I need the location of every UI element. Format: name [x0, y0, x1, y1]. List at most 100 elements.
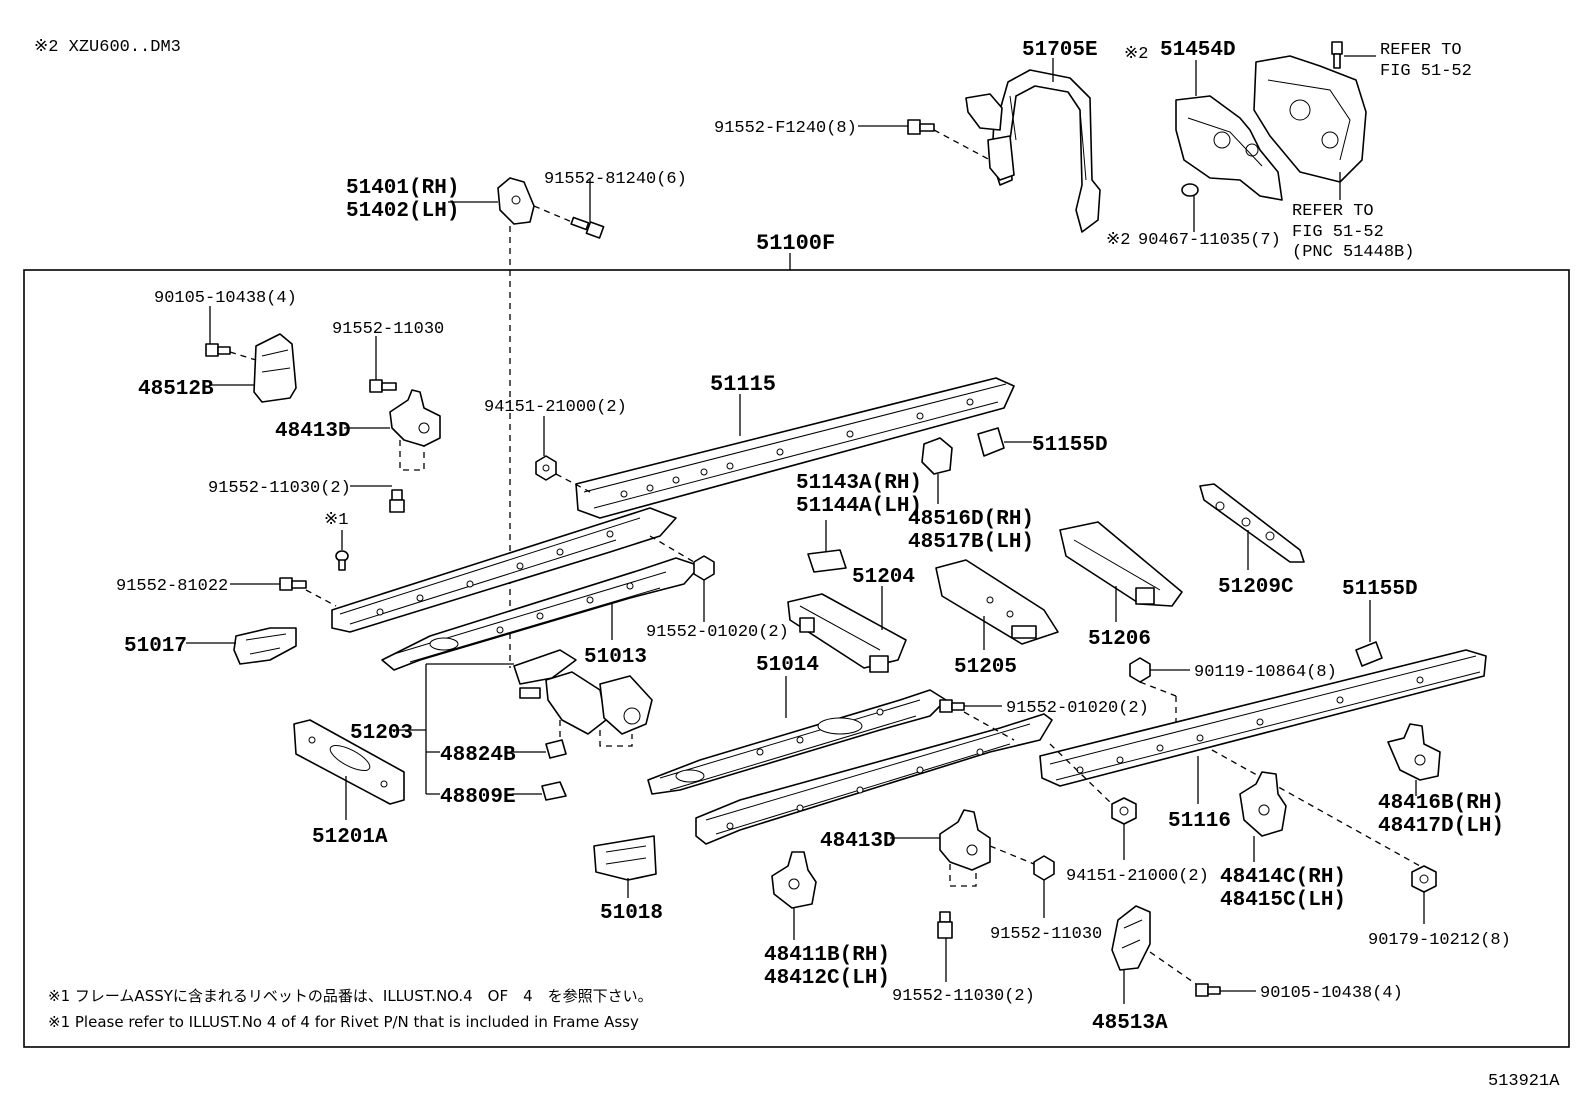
label-48809E[interactable]: 48809E: [440, 786, 516, 809]
bolt-icon[interactable]: [1195, 983, 1221, 997]
bolt-icon[interactable]: [205, 343, 231, 357]
bolt-icon[interactable]: [937, 911, 953, 939]
cab-guard-51705E-icon[interactable]: [965, 69, 1101, 233]
crossmember-51205-icon[interactable]: [935, 559, 1059, 645]
bolt-icon[interactable]: [279, 577, 307, 591]
crossmember-51203-icon[interactable]: [513, 649, 653, 735]
label-91552-01020-left[interactable]: 91552-01020(2): [646, 623, 789, 642]
bolt-icon[interactable]: [693, 555, 715, 581]
label-48512B[interactable]: 48512B: [138, 378, 214, 401]
refer-top-line2[interactable]: FIG 51-52: [1380, 62, 1472, 81]
label-48411B[interactable]: 48411B(RH): [764, 944, 890, 967]
label-51144A[interactable]: 51144A(LH): [796, 495, 922, 518]
bolt-icon[interactable]: [1033, 855, 1055, 881]
label-48416B[interactable]: 48416B(RH): [1378, 792, 1504, 815]
label-51116[interactable]: 51116: [1168, 810, 1231, 833]
label-90179-10212[interactable]: 90179-10212(8): [1368, 931, 1511, 950]
label-91552-81240[interactable]: 91552-81240(6): [544, 170, 687, 189]
label-48415C[interactable]: 48415C(LH): [1220, 889, 1346, 912]
label-91552-F1240[interactable]: 91552-F1240(8): [714, 119, 857, 138]
label-91552-01020-mid[interactable]: 91552-01020(2): [1006, 699, 1149, 718]
crossmember-51209C-icon[interactable]: [1199, 483, 1305, 563]
label-91552-11030-top[interactable]: 91552-11030: [332, 320, 444, 339]
bracket-48413D-bot-icon[interactable]: [939, 809, 991, 871]
bracket-48411B-icon[interactable]: [771, 851, 817, 909]
label-90105-10438-top[interactable]: 90105-10438(4): [154, 289, 297, 308]
label-51201A[interactable]: 51201A: [312, 826, 388, 849]
frame-rail-center-lower-icon[interactable]: [695, 713, 1053, 845]
label-51705E[interactable]: 51705E: [1022, 39, 1098, 62]
label-48412C[interactable]: 48412C(LH): [764, 967, 890, 990]
label-48414C[interactable]: 48414C(RH): [1220, 866, 1346, 889]
label-91552-11030-2-top[interactable]: 91552-11030(2): [208, 479, 351, 498]
bolt-icon[interactable]: [1331, 41, 1343, 69]
label-91552-11030-bot[interactable]: 91552-11030: [990, 925, 1102, 944]
label-48417D[interactable]: 48417D(LH): [1378, 815, 1504, 838]
label-51203[interactable]: 51203: [350, 722, 413, 745]
label-94151-21000-top[interactable]: 94151-21000(2): [484, 398, 627, 417]
bolt-icon[interactable]: [907, 119, 935, 135]
nut-icon[interactable]: [1111, 797, 1137, 825]
bolt-icon[interactable]: [939, 699, 965, 713]
label-48517B[interactable]: 48517B(LH): [908, 531, 1034, 554]
refer-top-line1[interactable]: REFER TO: [1380, 41, 1462, 60]
bracket-51155D-top-icon[interactable]: [977, 427, 1005, 457]
label-51205[interactable]: 51205: [954, 656, 1017, 679]
clip-48809E-icon[interactable]: [541, 781, 567, 801]
refer-mid-line2[interactable]: FIG 51-52: [1292, 223, 1384, 242]
label-90119-10864[interactable]: 90119-10864(8): [1194, 663, 1337, 682]
bracket-48513A-icon[interactable]: [1111, 905, 1151, 971]
bolt-icon[interactable]: [570, 216, 605, 239]
nut-icon[interactable]: [1411, 865, 1437, 893]
frame-rail-51115-icon[interactable]: [575, 377, 1015, 519]
bolt-icon[interactable]: [389, 489, 405, 513]
label-48413D-top[interactable]: 48413D: [275, 420, 351, 443]
label-51018[interactable]: 51018: [600, 902, 663, 925]
crossmember-51206-icon[interactable]: [1059, 521, 1183, 607]
label-51014[interactable]: 51014: [756, 654, 819, 677]
refer-mid-line1[interactable]: REFER TO: [1292, 202, 1374, 221]
bracket-48512B-icon[interactable]: [253, 333, 297, 403]
label-48513A[interactable]: 48513A: [1092, 1012, 1168, 1035]
nut-icon[interactable]: [535, 455, 557, 481]
bracket-51401-icon[interactable]: [497, 177, 535, 225]
bracket-48413D-top-icon[interactable]: [389, 389, 441, 447]
label-91552-11030-2-bot[interactable]: 91552-11030(2): [892, 987, 1035, 1006]
refer-mid-line3[interactable]: (PNC 51448B): [1292, 243, 1414, 262]
plate-51143A-icon[interactable]: [807, 549, 847, 573]
label-51115[interactable]: 51115: [710, 372, 776, 397]
bracket-48416B-icon[interactable]: [1387, 723, 1441, 781]
rivet-icon[interactable]: [335, 550, 349, 571]
bracket-51017-icon[interactable]: [233, 627, 297, 665]
bracket-51155D-mid-icon[interactable]: [1355, 641, 1383, 667]
rivet-icon[interactable]: [1181, 183, 1199, 197]
bracket-51018-icon[interactable]: [593, 835, 657, 881]
label-91552-81022[interactable]: 91552-81022: [116, 577, 228, 596]
label-51143A[interactable]: 51143A(RH): [796, 472, 922, 495]
frame-rail-51014-icon[interactable]: [647, 689, 947, 795]
panel-51454D-icon[interactable]: [1175, 95, 1283, 201]
label-48824B[interactable]: 48824B: [440, 744, 516, 767]
label-90467-11035[interactable]: 90467-11035(7): [1138, 231, 1281, 250]
clip-48824B-icon[interactable]: [545, 739, 567, 759]
bracket-48516D-icon[interactable]: [921, 437, 953, 475]
bracket-48414C-icon[interactable]: [1239, 771, 1287, 837]
label-51401[interactable]: 51401(RH): [346, 177, 459, 200]
label-51013[interactable]: 51013: [584, 646, 647, 669]
label-51204[interactable]: 51204: [852, 566, 915, 589]
label-51017[interactable]: 51017: [124, 635, 187, 658]
label-51100F[interactable]: 51100F: [756, 231, 835, 256]
label-51206[interactable]: 51206: [1088, 628, 1151, 651]
crossmember-51201A-icon[interactable]: [293, 719, 405, 805]
bolt-icon[interactable]: [369, 379, 397, 393]
label-48413D-bot[interactable]: 48413D: [820, 830, 896, 853]
label-51155D-top[interactable]: 51155D: [1032, 434, 1108, 457]
back-panel-icon[interactable]: [1253, 55, 1367, 183]
frame-rail-left-upper-icon[interactable]: [331, 507, 677, 633]
label-90105-10438-bot[interactable]: 90105-10438(4): [1260, 984, 1403, 1003]
crossmember-51204-icon[interactable]: [787, 593, 907, 673]
label-51209C[interactable]: 51209C: [1218, 576, 1294, 599]
label-51454D[interactable]: 51454D: [1160, 39, 1236, 62]
label-94151-21000-bot[interactable]: 94151-21000(2): [1066, 867, 1209, 886]
bolt-icon[interactable]: [1129, 657, 1151, 683]
